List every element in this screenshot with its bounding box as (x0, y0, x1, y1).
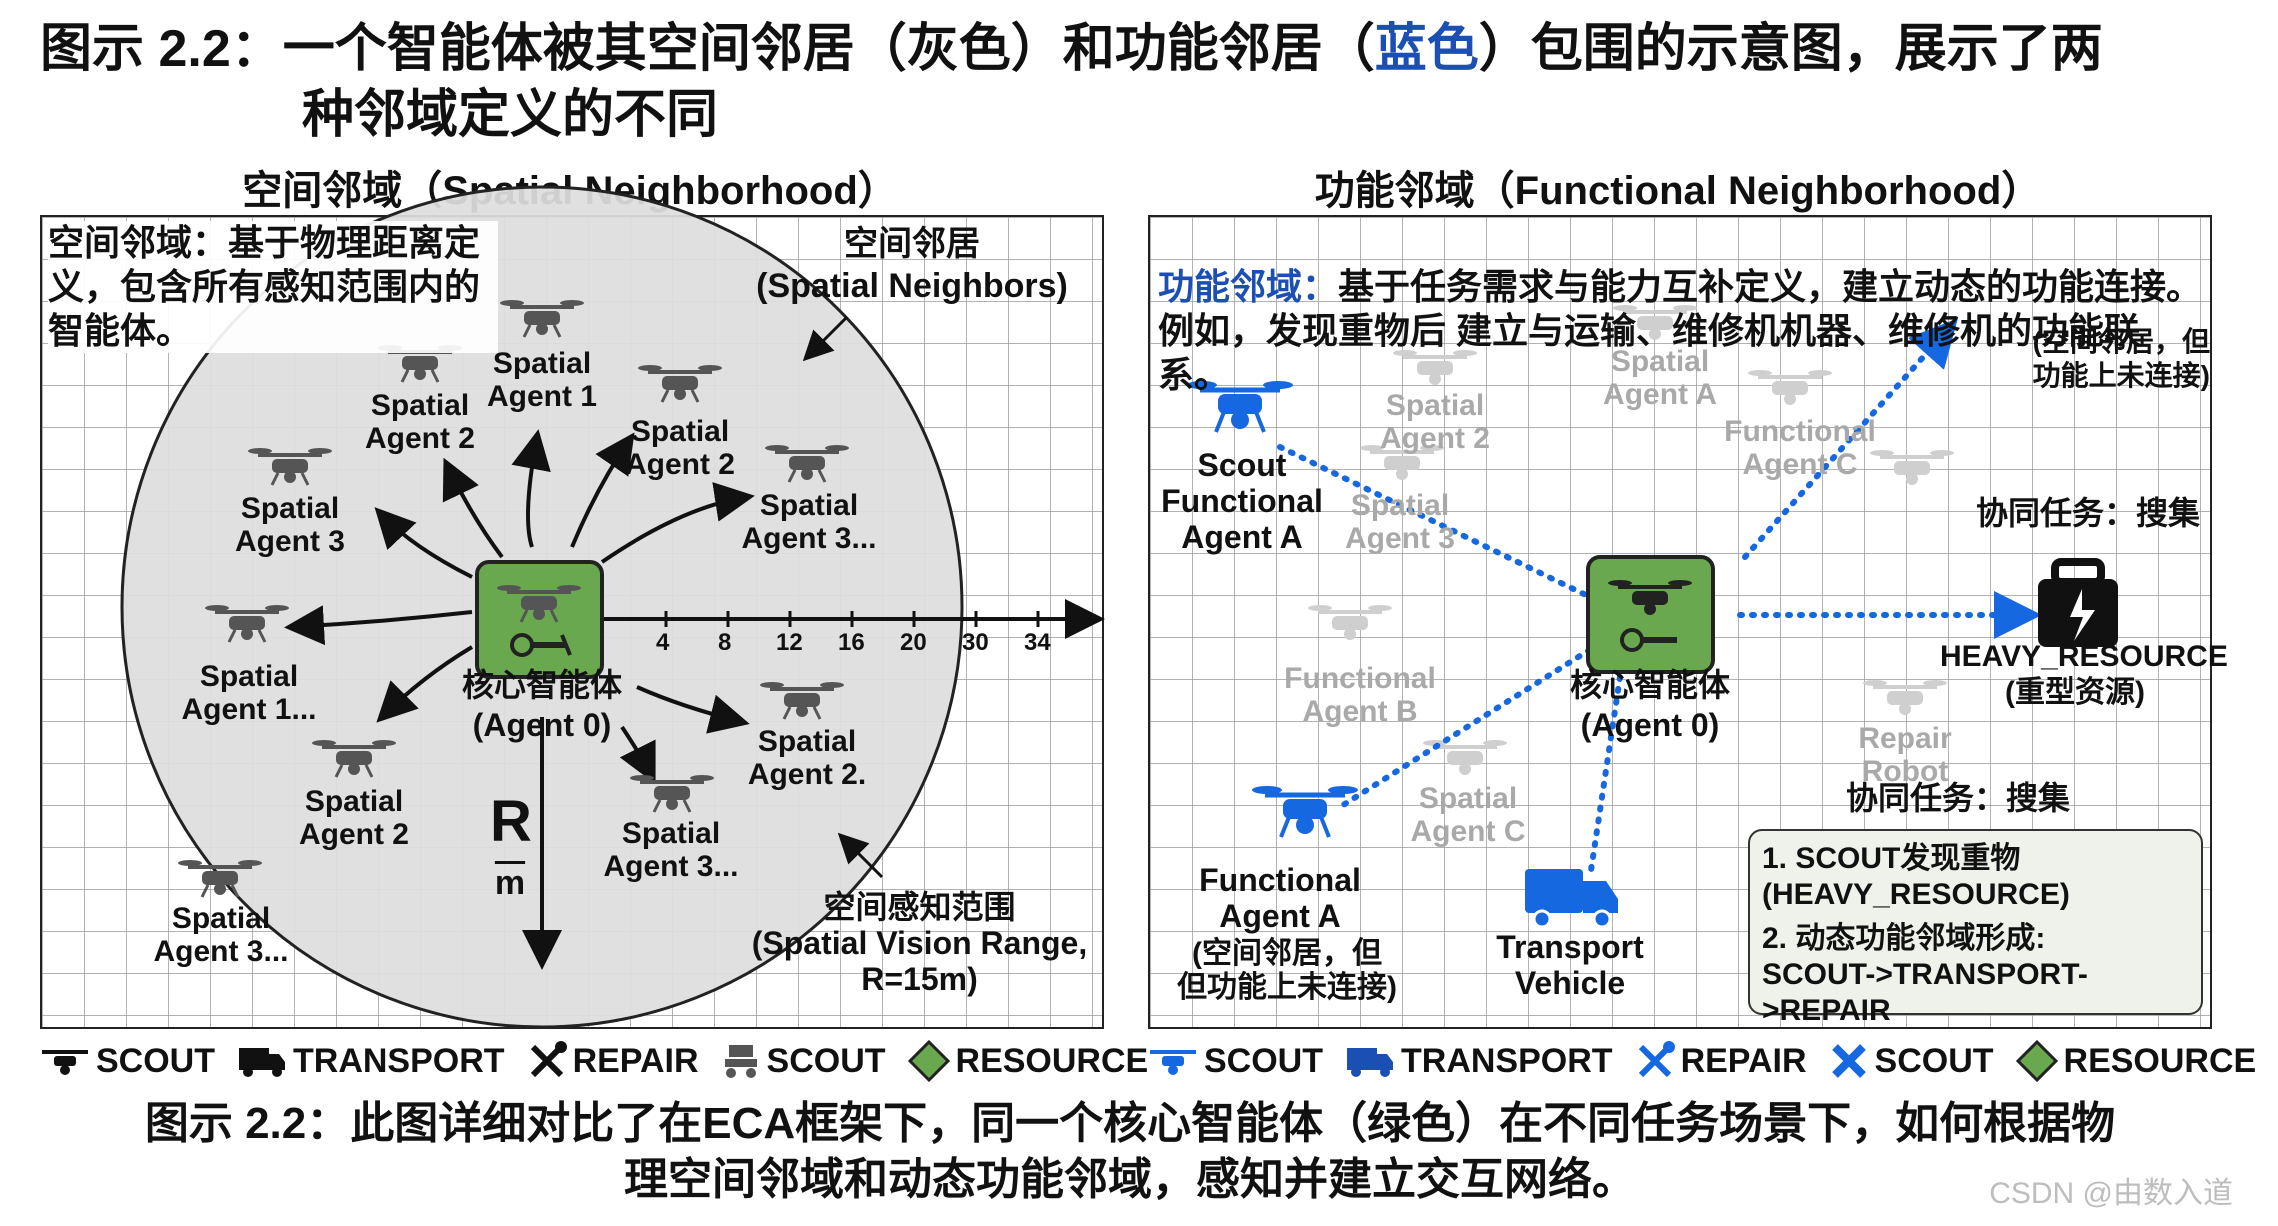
gray-agent-label: Spatial Agent 2 (1379, 389, 1490, 455)
core-agent-label: 核心智能体 (Agent 0) (1569, 667, 1730, 743)
unconnected-neighbor-note: (空间邻居，但 功能上未连接) (2032, 326, 2210, 391)
spatial-definition-note: 空间邻域：基于物理距离定义，包含所有感知范围内的智能体。 (48, 221, 498, 353)
legend-label: TRANSPORT (293, 1041, 505, 1080)
transport-vehicle-label: Transport Vehicle (1496, 929, 1644, 1001)
spatial-agent-label: Spatial Agent 2 (298, 785, 409, 851)
title-line2: 种邻域定义的不同 (302, 86, 719, 144)
cross-icon (1831, 1044, 1866, 1078)
spatial-neighborhood-panel: 空间邻域：基于物理距离定义，包含所有感知范围内的智能体。 空间邻居 (Spati… (40, 185, 1105, 1029)
drone-icon (42, 1050, 88, 1075)
title-blue-word: 蓝色 (1374, 20, 1479, 78)
legend-item: TRANSPORT (237, 1042, 505, 1081)
legend-label: SCOUT (1874, 1041, 1994, 1080)
wrench-icon (530, 1041, 567, 1078)
neighbors-pointer (802, 315, 849, 362)
gray-agent-label: Functional Agent C (1724, 415, 1876, 481)
legend-item: SCOUT (1829, 1041, 1994, 1081)
spatial-agent-label: Spatial Agent 1 (486, 347, 597, 413)
title-suffix: ）包围的示意图，展示了两 (1478, 20, 2103, 78)
spatial-agent-label: Spatial Agent 3... (741, 489, 877, 555)
legend-item: RESOURCE (907, 1039, 1149, 1083)
spatial-agent-label: Spatial Agent 3 (234, 492, 345, 558)
title-prefix: 图示 2.2：一个智能体被其空间邻居（灰色）和功能邻居（ (40, 20, 1375, 78)
wrench-icon (1638, 1041, 1675, 1078)
legend-label: REPAIR (572, 1041, 699, 1080)
core-agent-label: 核心智能体 (Agent 0) (461, 667, 622, 743)
spatial-neighbors-label: 空间邻居 (Spatial Neighbors) (756, 225, 1068, 305)
gray-agent-label: Spatial Agent 3 (1344, 489, 1455, 555)
axis-ticks (664, 611, 1040, 627)
functional-note-head: 功能邻域： (1158, 266, 1339, 307)
vision-range-label: 空间感知范围 (Spatial Vision Range, R=15m) (751, 889, 1088, 997)
radius-unit: m (494, 864, 526, 902)
legend-label: SCOUT (96, 1041, 215, 1080)
legend-item: SCOUT (40, 1042, 215, 1081)
neighbor-arrows (284, 429, 755, 785)
spatial-agent-label: Spatial Agent 3... (603, 817, 739, 883)
functional-note-body: 基于任务需求与能力互补定义，建立动态的功能连接。例如，发现重物后 建立与运输、维… (1158, 266, 2203, 395)
truck-icon (1347, 1048, 1393, 1077)
functional-definition-note: 功能邻域：基于任务需求与能力互补定义，建立动态的功能连接。例如，发现重物后 建立… (1158, 221, 2203, 397)
figure-title: 图示 2.2：一个智能体被其空间邻居（灰色）和功能邻居（蓝色）包围的示意图，展示… (40, 16, 2220, 148)
axis-tick-16: 16 (838, 629, 865, 656)
gray-agent-label: Spatial Agent C (1410, 782, 1526, 848)
cooperative-task-label: 协同任务：搜集 (1975, 495, 2200, 531)
range-pointer (837, 832, 884, 879)
left-legend: SCOUT TRANSPORT REPAIR SCOUT RESOURCE (40, 1038, 1170, 1084)
truck-icon (239, 1048, 285, 1077)
gray-agent-label: Repair Robot (1858, 722, 1952, 788)
functional-links (1277, 318, 2042, 880)
process-steps-box: 1. SCOUT发现重物 (HEAVY_RESOURCE) 2. 动态功能邻域形… (1748, 829, 2203, 1027)
legend-item: RESOURCE (2015, 1039, 2257, 1083)
axis-tick-12: 12 (776, 629, 803, 656)
right-panel-heading: 功能邻域（Functional Neighborhood） (1314, 169, 2042, 213)
diamond-icon (907, 1039, 950, 1083)
figure-caption: 图示 2.2：此图详细对比了在ECA框架下，同一个核心智能体（绿色）在不同任务场… (144, 1099, 2116, 1204)
legend-item: SCOUT (1148, 1042, 1323, 1081)
spatial-agent-label: Spatial Agent 3... (153, 902, 289, 968)
axis-tick-30: 30 (962, 629, 989, 656)
heavy-resource-label: HEAVY_RESOURCE (重型资源) (1940, 640, 2228, 709)
gray-agent-label: Spatial Agent A (1603, 345, 1717, 411)
robot-icon (724, 1045, 757, 1078)
cooperative-task-label: 协同任务：搜集 (1845, 780, 2070, 816)
legend-label: RESOURCE (2063, 1041, 2257, 1080)
process-step-2: 2. 动态功能邻域形成: SCOUT->TRANSPORT->REPAIR (1762, 922, 2088, 1027)
legend-label: SCOUT (766, 1041, 886, 1080)
legend-label: SCOUT (1204, 1041, 1323, 1080)
legend-label: REPAIR (1680, 1041, 1807, 1080)
spatial-agent-label: Spatial Agent 2 (364, 389, 475, 455)
functional-agent-a-note: (空间邻居，但 但功能上未连接) (1177, 937, 1397, 1004)
functional-agent-a-label: Functional Agent A (1199, 862, 1361, 934)
process-step-1: 1. SCOUT发现重物 (HEAVY_RESOURCE) (1762, 842, 2070, 911)
right-legend: SCOUT TRANSPORT REPAIR SCOUT RESOURCE (1148, 1038, 2278, 1084)
radius-letter: R (490, 789, 532, 854)
axis-tick-20: 20 (900, 629, 927, 656)
functional-neighborhood-panel: 功能邻域：基于任务需求与能力互补定义，建立动态的功能连接。例如，发现重物后 建立… (1148, 215, 2228, 1029)
axis-tick-34: 34 (1024, 629, 1051, 656)
diamond-icon (2015, 1039, 2058, 1083)
core-agent-icon (1586, 555, 1715, 674)
legend-item: TRANSPORT (1345, 1042, 1613, 1081)
legend-label: RESOURCE (955, 1041, 1149, 1080)
scout-agent-label: Scout Functional Agent A (1161, 447, 1323, 555)
legend-item: REPAIR (1635, 1041, 1807, 1081)
legend-label: TRANSPORT (1401, 1041, 1613, 1080)
axis-tick-4: 4 (656, 629, 670, 656)
spatial-agent-label: Spatial Agent 1... (181, 660, 317, 726)
watermark: CSDN @由数入道 (1989, 1177, 2233, 1210)
spatial-agent-label: Spatial Agent 2 (624, 415, 735, 481)
core-agent-icon (475, 560, 604, 679)
spatial-agent-label: Spatial Agent 2. (747, 725, 867, 791)
drone-icon (1150, 1050, 1196, 1075)
heavy-resource-icon (2038, 558, 2118, 647)
legend-item: REPAIR (527, 1041, 699, 1081)
legend-item: SCOUT (721, 1041, 886, 1081)
transport-truck-icon (1525, 869, 1618, 929)
gray-agent-label: Functional Agent B (1284, 662, 1436, 728)
axis-tick-8: 8 (718, 629, 732, 656)
